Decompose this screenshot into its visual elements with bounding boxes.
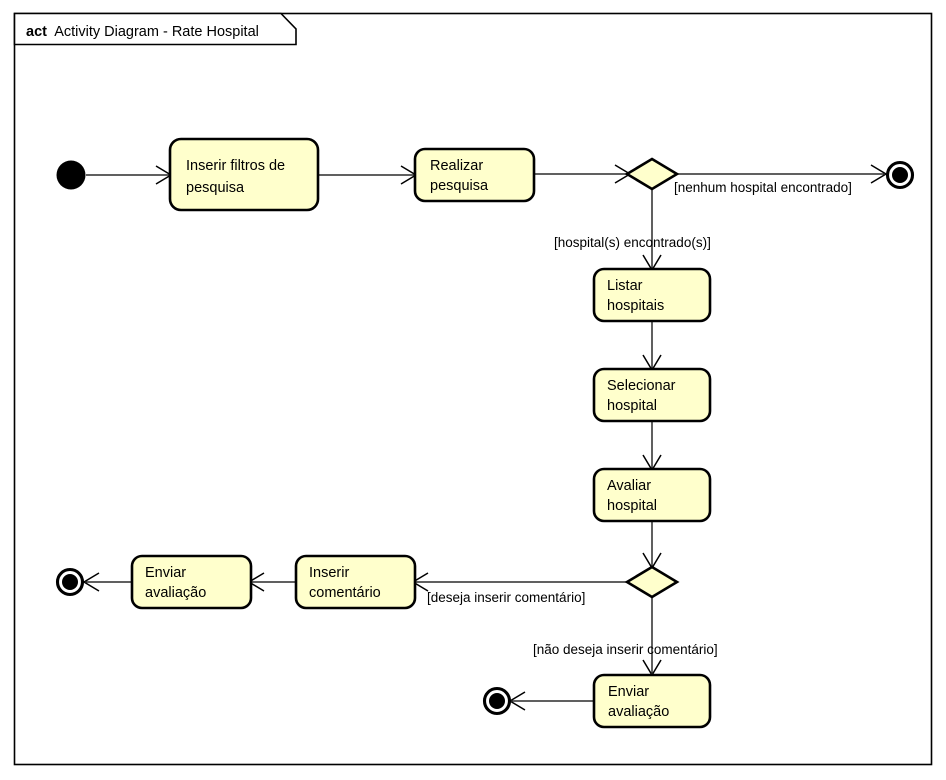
action-inserir-filtros-line2: pesquisa [186, 180, 245, 196]
action-inserir-comentario-line2: comentário [309, 585, 381, 601]
action-realizar-pesquisa[interactable]: Realizar pesquisa [413, 147, 536, 203]
diagram-frame-border [13, 12, 933, 766]
edge-decision-busca-to-listar-hospitais [642, 189, 662, 272]
initial-node[interactable] [56, 160, 86, 190]
action-inserir-comentario-line1: Inserir [309, 565, 349, 581]
action-selecionar-hospital-line1: Selecionar [607, 378, 676, 394]
action-avaliar-hospital[interactable]: Avaliar hospital [592, 467, 712, 523]
action-enviar-avaliacao-sem-line1: Enviar [608, 684, 649, 700]
action-listar-hospitais-shape[interactable] [592, 267, 712, 323]
action-listar-hospitais-line2: hospitais [607, 298, 664, 314]
action-realizar-pesquisa-shape[interactable] [413, 147, 536, 203]
action-enviar-avaliacao-sem-line2: avaliação [608, 704, 669, 720]
action-selecionar-hospital-shape[interactable] [592, 367, 712, 423]
diagram-title-keyword: act [26, 24, 47, 40]
final-node-sem-comentario[interactable] [482, 686, 512, 716]
action-inserir-comentario-shape[interactable] [294, 554, 417, 610]
diagram-frame-tab [13, 12, 297, 46]
edge-inserir-filtros-to-realizar-pesquisa [318, 165, 418, 185]
action-listar-hospitais[interactable]: Listar hospitais [592, 267, 712, 323]
decision-node-comentario[interactable] [624, 565, 680, 599]
edge-enviar-avaliacao-sem-to-final [508, 691, 593, 711]
decision-node-busca[interactable] [624, 157, 680, 191]
action-enviar-avaliacao-sem-comentario[interactable]: Enviar avaliação [592, 673, 712, 729]
edge-listar-to-selecionar [642, 321, 662, 372]
guard-label-nenhum-hospital: [nenhum hospital encontrado] [674, 180, 852, 195]
edge-inserir-comentario-to-enviar-avaliacao [247, 572, 295, 592]
edge-avaliar-to-decision-comentario [642, 521, 662, 570]
edge-enviar-avaliacao-to-final-com-comentario [82, 572, 131, 592]
action-enviar-avaliacao-com-comentario[interactable]: Enviar avaliação [130, 554, 253, 610]
action-inserir-filtros-line1: Inserir filtros de [186, 158, 285, 174]
final-node-sem-hospital[interactable] [885, 160, 915, 190]
action-selecionar-hospital[interactable]: Selecionar hospital [592, 367, 712, 423]
edge-realizar-pesquisa-to-decision-busca [534, 164, 632, 184]
diagram-title-text: Activity Diagram - Rate Hospital [54, 24, 259, 40]
action-avaliar-hospital-line2: hospital [607, 498, 657, 514]
guard-label-hospitais-encontrados: [hospital(s) encontrado(s)] [554, 235, 711, 250]
action-avaliar-hospital-line1: Avaliar [607, 478, 651, 494]
edge-decision-comentario-to-inserir-comentario [411, 572, 628, 592]
action-enviar-avaliacao-sem-shape[interactable] [592, 673, 712, 729]
final-node-com-comentario[interactable] [55, 567, 85, 597]
guard-label-deseja-comentario: [deseja inserir comentário] [427, 590, 585, 605]
guard-label-nao-deseja-comentario: [não deseja inserir comentário] [533, 642, 718, 657]
action-inserir-comentario[interactable]: Inserir comentário [294, 554, 417, 610]
edge-decision-comentario-to-enviar-avaliacao-sem [642, 598, 662, 677]
action-inserir-filtros-shape[interactable] [168, 137, 320, 212]
edge-selecionar-to-avaliar [642, 421, 662, 472]
action-realizar-pesquisa-line2: pesquisa [430, 178, 489, 194]
action-selecionar-hospital-line2: hospital [607, 398, 657, 414]
action-inserir-filtros-de-pesquisa[interactable]: Inserir filtros de pesquisa [168, 137, 320, 212]
action-listar-hospitais-line1: Listar [607, 278, 643, 294]
action-enviar-avaliacao-com-line1: Enviar [145, 565, 186, 581]
action-realizar-pesquisa-line1: Realizar [430, 158, 483, 174]
diagram-title: act Activity Diagram - Rate Hospital [26, 24, 259, 40]
action-enviar-avaliacao-com-shape[interactable] [130, 554, 253, 610]
action-enviar-avaliacao-com-line2: avaliação [145, 585, 206, 601]
edge-initial-to-inserir-filtros [86, 165, 173, 185]
action-avaliar-hospital-shape[interactable] [592, 467, 712, 523]
